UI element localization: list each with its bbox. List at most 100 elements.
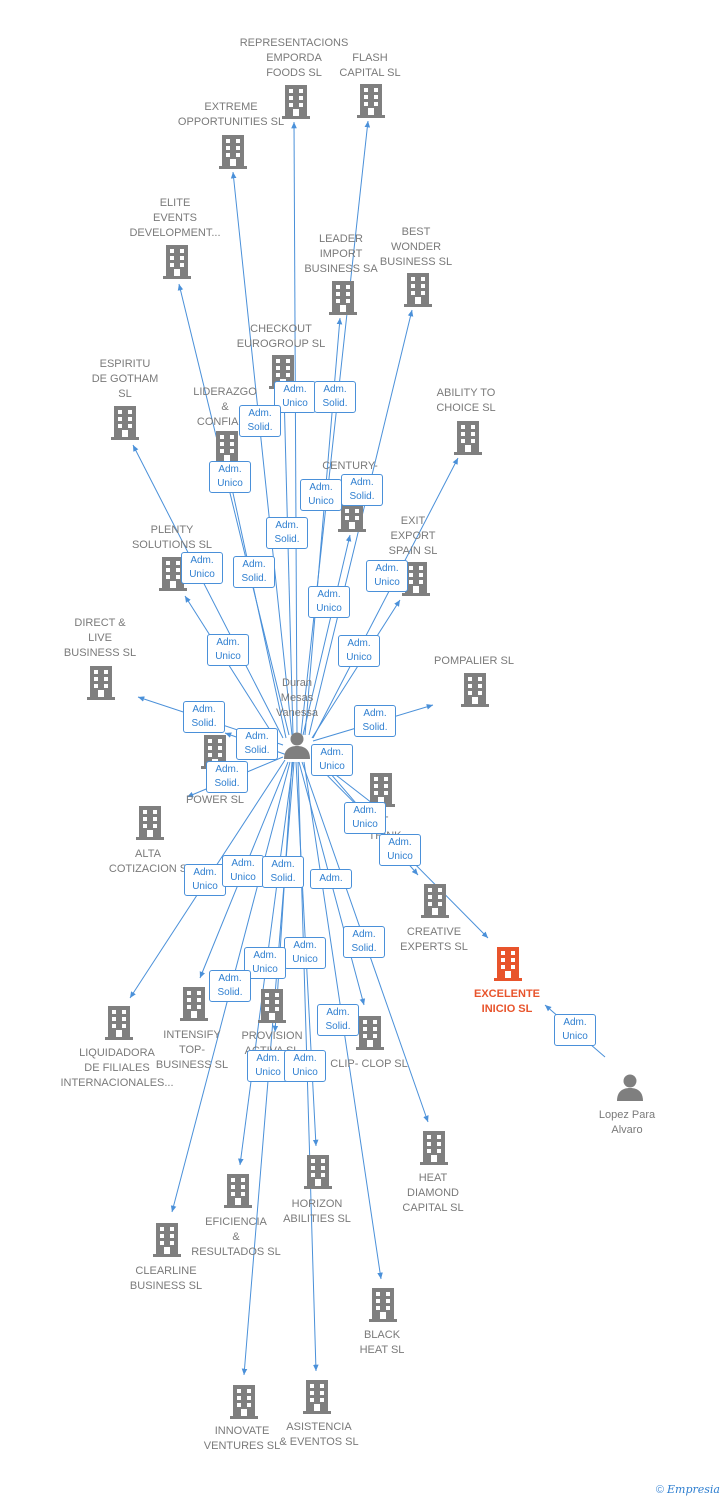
company-label-century[interactable]: CENTURY- [322,460,378,472]
company-label-plenty[interactable]: PLENTY SOLUTIONS SL [131,524,213,551]
building-icon[interactable] [404,273,432,307]
role-badge-creative[interactable]: Adm. Unico [379,834,421,866]
copyright-symbol: © [655,1484,664,1496]
role-badge-pompalier[interactable]: Adm. Solid. [354,705,396,737]
building-icon[interactable] [461,673,489,707]
company-label-innovate[interactable]: INNOVATE VENTURES SL [203,1425,281,1452]
building-icon[interactable] [153,1223,181,1257]
company-label-creative[interactable]: CREATIVE EXPERTS SL [400,926,468,953]
building-icon[interactable] [420,1131,448,1165]
role-badge-ability[interactable]: Adm. Unico [366,560,408,592]
company-label-clearline[interactable]: CLEARLINE BUSINESS SL [129,1265,203,1292]
company-label-bestwonder[interactable]: BEST WONDER BUSINESS SL [379,226,453,268]
role-badge-excelente-lopez[interactable]: Adm. Unico [554,1014,596,1046]
building-icon[interactable] [163,245,191,279]
edge-duran-extreme [230,171,293,736]
building-icon[interactable] [303,1380,331,1414]
edge-duran-elite [177,283,290,736]
building-icon[interactable] [136,806,164,840]
building-icon[interactable] [356,1016,384,1050]
building-icon[interactable] [454,421,482,455]
role-badge-blackheat[interactable]: Adm. Solid. [343,926,385,958]
company-label-espiritu[interactable]: ESPIRITU DE GOTHAM SL [91,358,159,400]
building-icon[interactable] [105,1006,133,1040]
building-icon[interactable] [258,989,286,1023]
role-badge-extreme[interactable]: Adm. Solid. [239,405,281,437]
role-badge-direct[interactable]: Adm. Solid. [183,701,225,733]
company-label-liquidadora[interactable]: LIQUIDADORA DE FILIALES INTERNACIONALES.… [60,1047,174,1089]
role-badge-clearline[interactable]: Adm. Solid. [209,970,251,1002]
company-label-leader[interactable]: LEADER IMPORT BUSINESS SA [304,233,378,275]
company-label-eficiencia[interactable]: EFICIENCIA & RESULTADOS SL [191,1216,281,1258]
company-label-ability[interactable]: ABILITY TO CHOICE SL [436,387,496,414]
building-icon[interactable] [213,431,241,465]
role-badge-provision[interactable]: Adm. Solid. [262,856,304,888]
edge-duran-provision [272,761,293,1033]
company-label-pompalier[interactable]: POMPALIER SL [434,655,514,667]
person-label-lopez[interactable]: Lopez Para Alvaro [598,1109,656,1136]
role-badge-think[interactable]: Adm. Unico [344,802,386,834]
role-badge-excelente[interactable]: Adm. Unico [311,744,353,776]
company-label-clipclop[interactable]: CLIP- CLOP SL [330,1058,408,1070]
building-icon[interactable] [494,947,522,981]
person-label-duran[interactable]: Duran Mesas Vanessa [276,677,318,719]
company-label-horizon[interactable]: HORIZON ABILITIES SL [283,1198,351,1225]
role-badge-representacions[interactable]: Adm. Unico [274,381,316,413]
company-label-alta[interactable]: ALTA COTIZACION S [108,848,187,875]
role-badge-elite[interactable]: Adm. Unico [209,461,251,493]
company-label-checkout[interactable]: CHECKOUT EUROGROUP SL [236,323,326,350]
role-badge-eficiencia[interactable]: Adm. Unico [244,947,286,979]
copyright: © Empresia [656,1483,720,1496]
role-badge-clipclop[interactable]: Adm. Solid. [317,1004,359,1036]
role-badge-century[interactable]: Adm. Unico [308,586,350,618]
building-icon[interactable] [369,1288,397,1322]
role-badge-liderazgo[interactable]: Adm. Solid. [233,556,275,588]
edge-duran-flash [300,120,371,736]
role-badge-horizon[interactable]: Adm. Unico [284,937,326,969]
edge-duran-checkout [281,391,294,736]
role-badge-heat[interactable]: Adm. [310,869,352,889]
person-icon[interactable] [617,1074,643,1102]
edge-duran-ability [312,457,459,739]
role-badge-plenty[interactable]: Adm. Unico [207,634,249,666]
role-badge-power[interactable]: Adm. Solid. [206,761,248,793]
role-badge-alta[interactable]: Adm. Solid. [236,728,278,760]
building-icon[interactable] [111,406,139,440]
role-badge-espiritu[interactable]: Adm. Unico [181,552,223,584]
company-label-heat[interactable]: HEAT DIAMOND CAPITAL SL [402,1172,464,1214]
company-label-excelente[interactable]: EXCELENTE INICIO SL [473,988,541,1015]
role-badge-bestwonder[interactable]: Adm. Solid. [341,474,383,506]
edge-duran-espiritu [132,444,284,739]
company-label-direct[interactable]: DIRECT & LIVE BUSINESS SL [63,617,137,659]
company-label-extreme[interactable]: EXTREME OPPORTUNITIES SL [177,101,285,128]
building-icon[interactable] [219,135,247,169]
role-badge-innovate[interactable]: Adm. Unico [247,1050,289,1082]
brand-logo[interactable]: Empresia [667,1483,720,1496]
building-icon[interactable] [180,987,208,1021]
person-icon[interactable] [284,732,310,760]
company-label-blackheat[interactable]: BLACK HEAT SL [359,1329,405,1356]
company-label-representacions[interactable]: REPRESENTACIONS EMPORDA FOODS SL [239,37,349,79]
role-badge-leader[interactable]: Adm. Unico [300,479,342,511]
building-icon[interactable] [87,666,115,700]
role-badge-checkout[interactable]: Adm. Solid. [266,517,308,549]
edge-duran-plenty [184,595,278,742]
building-icon[interactable] [230,1385,258,1419]
company-label-intensify[interactable]: INTENSIFY TOP- BUSINESS SL [155,1029,229,1071]
role-badge-intensify[interactable]: Adm. Unico [222,855,264,887]
building-icon[interactable] [224,1174,252,1208]
role-badge-asistencia[interactable]: Adm. Unico [284,1050,326,1082]
building-icon[interactable] [282,85,310,119]
building-icon[interactable] [304,1155,332,1189]
role-badge-exit[interactable]: Adm. Unico [338,635,380,667]
company-label-elite[interactable]: ELITE EVENTS DEVELOPMENT... [129,197,221,239]
building-icon[interactable] [421,884,449,918]
company-label-exit[interactable]: EXIT EXPORT SPAIN SL [388,515,438,557]
company-label-asistencia[interactable]: ASISTENCIA & EVENTOS SL [279,1421,359,1448]
role-badge-flash[interactable]: Adm. Solid. [314,381,356,413]
building-icon[interactable] [357,84,385,118]
role-badge-liquidadora[interactable]: Adm. Unico [184,864,226,896]
company-label-flash[interactable]: FLASH CAPITAL SL [339,52,401,79]
building-icon[interactable] [329,281,357,315]
edge-duran-century [302,534,352,736]
